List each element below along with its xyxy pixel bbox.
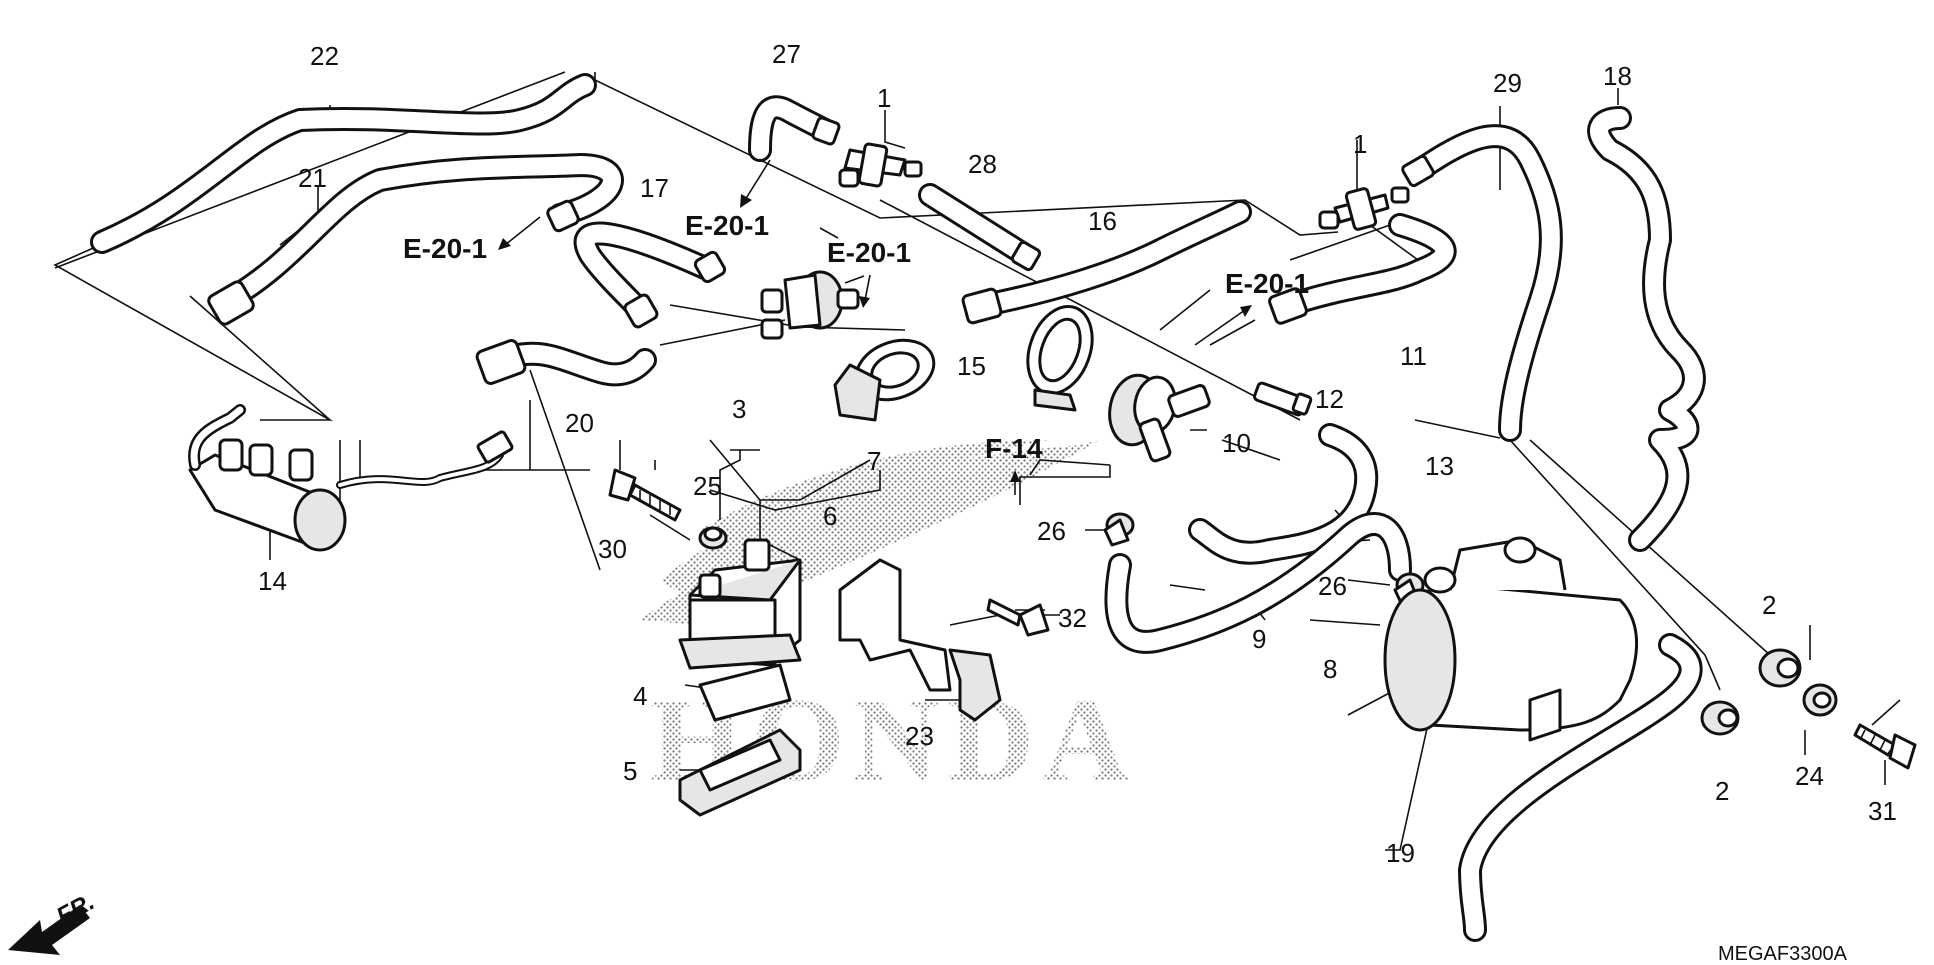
valve-10 bbox=[1108, 373, 1211, 463]
callout-6: 6 bbox=[823, 501, 837, 531]
callout-7: 7 bbox=[867, 446, 881, 476]
air-valve-14 bbox=[188, 404, 514, 552]
callout-17: 17 bbox=[640, 173, 669, 203]
drawing-code: MEGAF3300A bbox=[1718, 943, 1848, 965]
tee-fitting-1a bbox=[838, 142, 923, 188]
grommet-2b bbox=[1700, 700, 1740, 736]
hose-19 bbox=[1458, 633, 1703, 942]
callout-1a: 1 bbox=[877, 83, 891, 113]
collar-24 bbox=[1802, 683, 1838, 717]
callout-2a: 2 bbox=[1762, 590, 1776, 620]
hose-20 bbox=[475, 339, 657, 387]
hose-21 bbox=[207, 153, 624, 326]
bracket-23 bbox=[838, 558, 1002, 722]
cover-5 bbox=[678, 728, 802, 817]
callout-26b: 26 bbox=[1318, 571, 1347, 601]
callout-30: 30 bbox=[598, 534, 627, 564]
callout-12: 12 bbox=[1315, 384, 1344, 414]
callout-22: 22 bbox=[310, 41, 339, 71]
callout-8: 8 bbox=[1323, 654, 1337, 684]
hose-11 bbox=[1268, 213, 1457, 325]
holder-7 bbox=[833, 338, 936, 422]
grommet-2a bbox=[1758, 648, 1802, 688]
hose-13 bbox=[1188, 423, 1379, 565]
callout-5: 5 bbox=[623, 756, 637, 786]
bolt-32 bbox=[986, 598, 1050, 637]
callout-9: 9 bbox=[1252, 624, 1266, 654]
hose-28 bbox=[918, 183, 1042, 272]
canister-8 bbox=[1383, 536, 1639, 742]
gasket-4 bbox=[698, 663, 792, 722]
canister-3 bbox=[678, 538, 802, 670]
ref-e20-1-c: E-20-1 bbox=[827, 237, 911, 268]
callout-26a: 26 bbox=[1037, 516, 1066, 546]
callout-23: 23 bbox=[905, 721, 934, 751]
callout-20: 20 bbox=[565, 408, 594, 438]
holder-15 bbox=[1026, 304, 1094, 412]
callout-19: 19 bbox=[1386, 838, 1415, 868]
callout-11: 11 bbox=[1400, 341, 1427, 371]
hose-16 bbox=[961, 200, 1252, 325]
hose-22 bbox=[90, 73, 597, 254]
callout-21: 21 bbox=[298, 163, 327, 193]
callout-24: 24 bbox=[1795, 761, 1824, 791]
hose-18 bbox=[1587, 106, 1706, 552]
callout-25: 25 bbox=[693, 471, 722, 501]
ref-e20-1-d: E-20-1 bbox=[1225, 268, 1309, 299]
callout-27: 27 bbox=[772, 39, 801, 69]
reference-labels: E-20-1 E-20-1 E-20-1 E-20-1 F-14 bbox=[403, 210, 1309, 464]
callout-29: 29 bbox=[1493, 68, 1522, 98]
front-direction-arrow bbox=[8, 905, 90, 955]
callout-1b: 1 bbox=[1353, 129, 1367, 159]
reference-arrows bbox=[498, 159, 1252, 495]
callout-31: 31 bbox=[1868, 796, 1897, 826]
hose-17 bbox=[573, 221, 727, 329]
callout-10: 10 bbox=[1222, 428, 1251, 458]
ref-e20-1-b: E-20-1 bbox=[685, 210, 769, 241]
bolt-31 bbox=[1853, 723, 1917, 770]
hose-9 bbox=[1104, 512, 1412, 654]
joint-12 bbox=[1253, 381, 1313, 417]
hose-27 bbox=[748, 95, 841, 162]
hose-29 bbox=[1401, 124, 1563, 442]
bolt-30 bbox=[608, 468, 682, 522]
collar-25 bbox=[698, 526, 728, 550]
callout-13: 13 bbox=[1425, 451, 1454, 481]
ref-f14: F-14 bbox=[985, 433, 1043, 464]
callout-3: 3 bbox=[732, 394, 746, 424]
purge-valve-6 bbox=[760, 270, 860, 340]
callout-16: 16 bbox=[1088, 206, 1117, 236]
ref-e20-1-a: E-20-1 bbox=[403, 233, 487, 264]
callout-14: 14 bbox=[258, 566, 287, 596]
callout-28: 28 bbox=[968, 149, 997, 179]
callout-18: 18 bbox=[1603, 61, 1632, 91]
tee-fitting-1b bbox=[1318, 186, 1410, 231]
callout-15: 15 bbox=[957, 351, 986, 381]
callout-2b: 2 bbox=[1715, 776, 1729, 806]
clip-26a bbox=[1103, 512, 1135, 547]
callout-32: 32 bbox=[1058, 603, 1087, 633]
callout-numbers: 22 21 20 17 27 1 28 16 1 29 18 11 12 13 … bbox=[258, 39, 1897, 868]
callout-4: 4 bbox=[633, 681, 647, 711]
